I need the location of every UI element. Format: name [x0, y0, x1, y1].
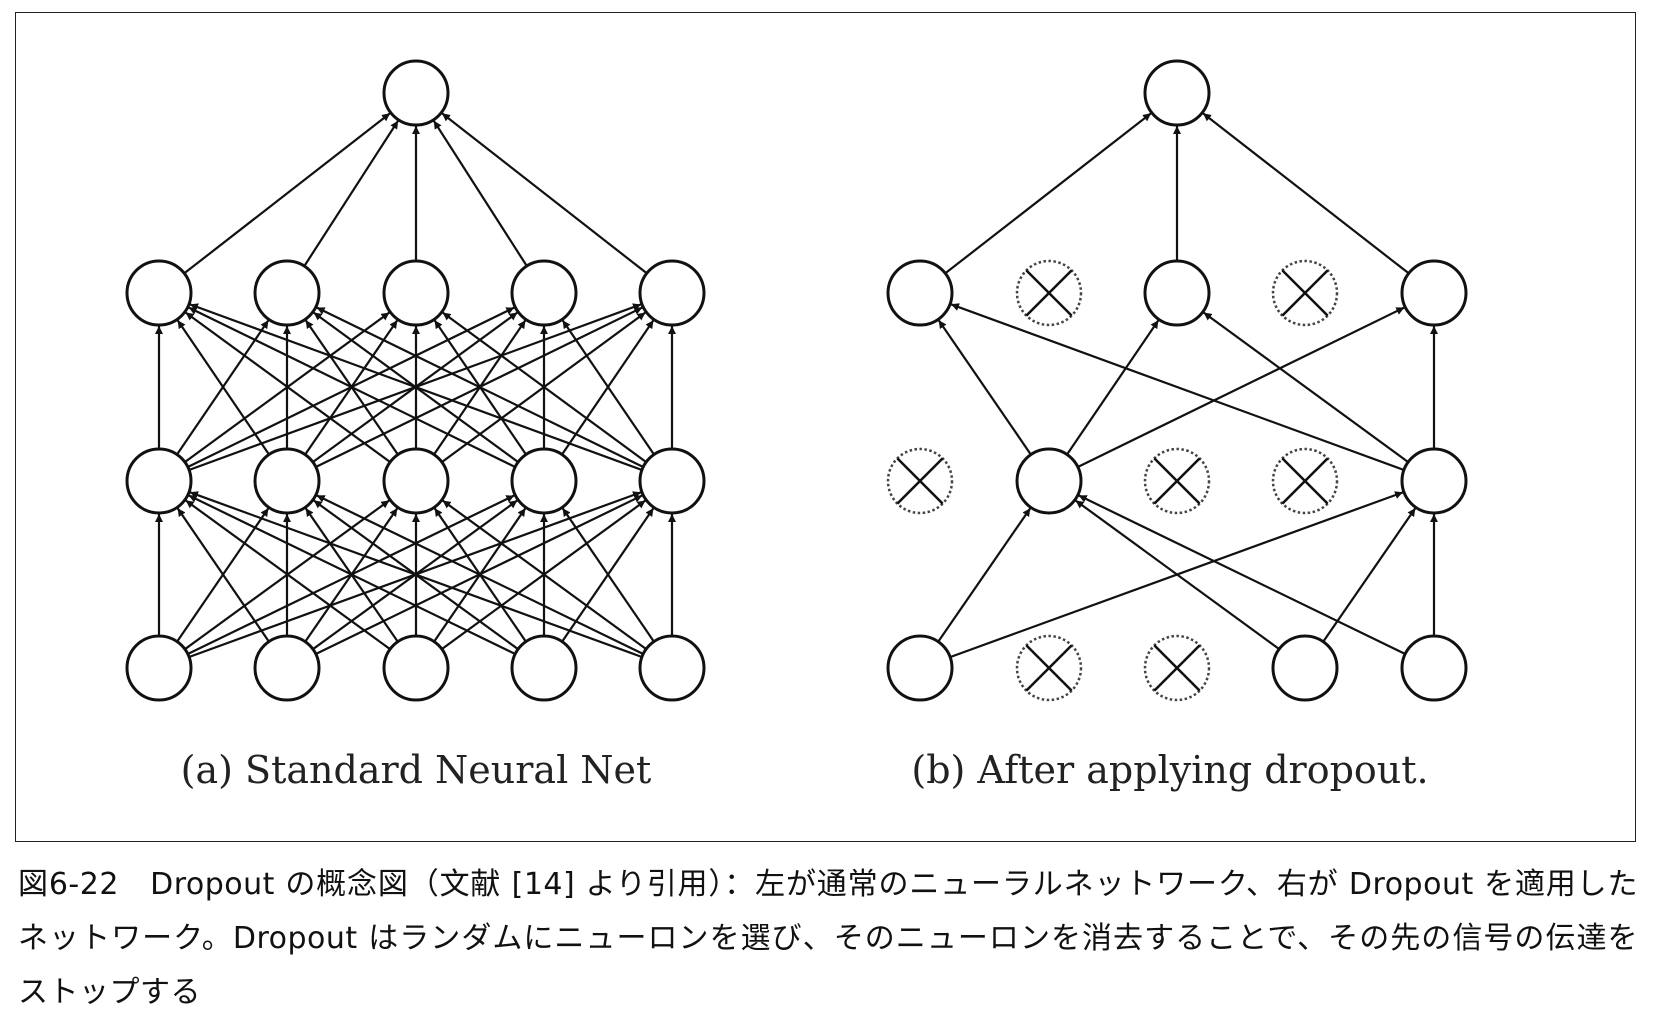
panel-a-node-hidden1-2 — [382, 447, 450, 515]
panel-b-nodes — [886, 59, 1468, 702]
panel-a-edge-hidden1-4-to-hidden2-2 — [441, 311, 647, 463]
panel-b-node-hidden1-2-dropped — [1143, 447, 1211, 515]
panel-b-edge-input-3-to-hidden1-4 — [1322, 507, 1417, 643]
panel-a-nodes — [125, 59, 706, 702]
panel-a-edge-input-4-to-hidden1-0 — [189, 491, 643, 659]
panel-b-node-output-0 — [1143, 59, 1211, 127]
panel-a-edge-hidden2-3-to-output-0 — [432, 120, 528, 267]
panel-a-edge-hidden1-1-to-hidden2-0 — [176, 319, 270, 456]
panel-a-edge-hidden1-3-to-hidden2-0 — [188, 306, 516, 468]
panel-b-edge-input-4-to-hidden1-1 — [1078, 494, 1406, 655]
panel-b-node-input-3 — [1271, 634, 1339, 702]
panel-b-edge-hidden2-4-to-output-0 — [1202, 112, 1410, 275]
panel-a-edge-input-3-to-hidden1-0 — [188, 494, 516, 655]
panel-a-node-hidden1-0 — [125, 447, 193, 515]
panel-b-node-input-0 — [886, 634, 954, 702]
figure-caption: 図6-22 Dropout の概念図（文献 [14] より引用）：左が通常のニュ… — [18, 867, 1638, 1010]
panel-a-edge-input-4-to-hidden1-2 — [441, 499, 647, 650]
panel-a-edge-hidden2-1-to-output-0 — [303, 120, 400, 267]
panel-a-edge-input-4-to-hidden1-3 — [561, 507, 655, 643]
panel-b-edge-hidden1-1-to-hidden2-0 — [937, 319, 1032, 456]
dropout-diagram: (a) Standard Neural Net (b) After applyi… — [125, 59, 1468, 792]
panel-a-node-hidden2-0 — [125, 259, 193, 327]
panel-a-edge-input-4-to-hidden1-1 — [316, 494, 644, 655]
panel-a-node-input-1 — [253, 634, 321, 702]
panel-b-caption: (b) After applying dropout. — [911, 748, 1428, 792]
panel-b-node-hidden2-1-dropped — [1015, 259, 1083, 327]
panel-a-node-hidden1-4 — [638, 447, 706, 515]
panel-a-edge-hidden1-4-to-hidden2-3 — [561, 319, 655, 456]
figure-frame: (a) Standard Neural Net (b) After applyi… — [15, 12, 1636, 842]
panel-a-edges — [155, 112, 676, 659]
panel-b-node-hidden2-3-dropped — [1271, 259, 1339, 327]
panel-a-node-input-4 — [638, 634, 706, 702]
panel-a-edge-hidden1-4-to-hidden2-1 — [316, 306, 644, 468]
panel-b-node-hidden1-3-dropped — [1271, 447, 1339, 515]
panel-b-node-input-1-dropped — [1015, 634, 1083, 702]
panel-b-node-input-4 — [1400, 634, 1468, 702]
panel-a-caption: (a) Standard Neural Net — [181, 748, 652, 792]
panel-a-node-hidden2-1 — [253, 259, 321, 327]
panel-b-node-hidden2-2 — [1143, 259, 1211, 327]
panel-b-edge-hidden2-0-to-output-0 — [944, 112, 1152, 275]
panel-b-node-hidden1-0-dropped — [886, 447, 954, 515]
panel-b-edge-hidden1-4-to-hidden2-2 — [1202, 311, 1409, 463]
panel-b-node-hidden1-4 — [1400, 447, 1468, 515]
panel-b-edge-hidden1-1-to-hidden2-2 — [1066, 319, 1160, 456]
panel-b-node-hidden1-1 — [1015, 447, 1083, 515]
panel-b-edge-hidden1-1-to-hidden2-4 — [1077, 306, 1405, 468]
panel-a-node-hidden2-3 — [510, 259, 578, 327]
panel-b-edge-input-0-to-hidden1-1 — [937, 507, 1032, 643]
panel-a-edge-hidden2-4-to-output-0 — [441, 112, 648, 275]
panel-a-node-input-0 — [125, 634, 193, 702]
panel-a-node-hidden2-4 — [638, 259, 706, 327]
panel-a-edge-hidden1-4-to-hidden2-0 — [189, 303, 643, 472]
panel-a-node-hidden1-3 — [510, 447, 578, 515]
panel-b-node-input-2-dropped — [1143, 634, 1211, 702]
panel-a-node-hidden2-2 — [382, 259, 450, 327]
panel-a-edge-input-2-to-hidden1-0 — [185, 499, 391, 651]
panel-b-edge-input-3-to-hidden1-1 — [1074, 499, 1280, 650]
panel-a-node-input-3 — [510, 634, 578, 702]
panel-a-node-input-2 — [382, 634, 450, 702]
panel-a-edge-hidden1-2-to-hidden2-0 — [184, 311, 391, 463]
panel-a-node-hidden1-1 — [253, 447, 321, 515]
panel-b-node-hidden2-0 — [886, 259, 954, 327]
panel-a-edge-hidden2-0-to-output-0 — [183, 112, 391, 275]
panel-b-edges — [937, 112, 1438, 659]
panel-b-node-hidden2-4 — [1400, 259, 1468, 327]
panel-a-edge-input-1-to-hidden1-0 — [176, 507, 270, 643]
panel-a-node-output-0 — [382, 59, 450, 127]
panel-b-edge-hidden1-4-to-hidden2-0 — [950, 303, 1405, 472]
